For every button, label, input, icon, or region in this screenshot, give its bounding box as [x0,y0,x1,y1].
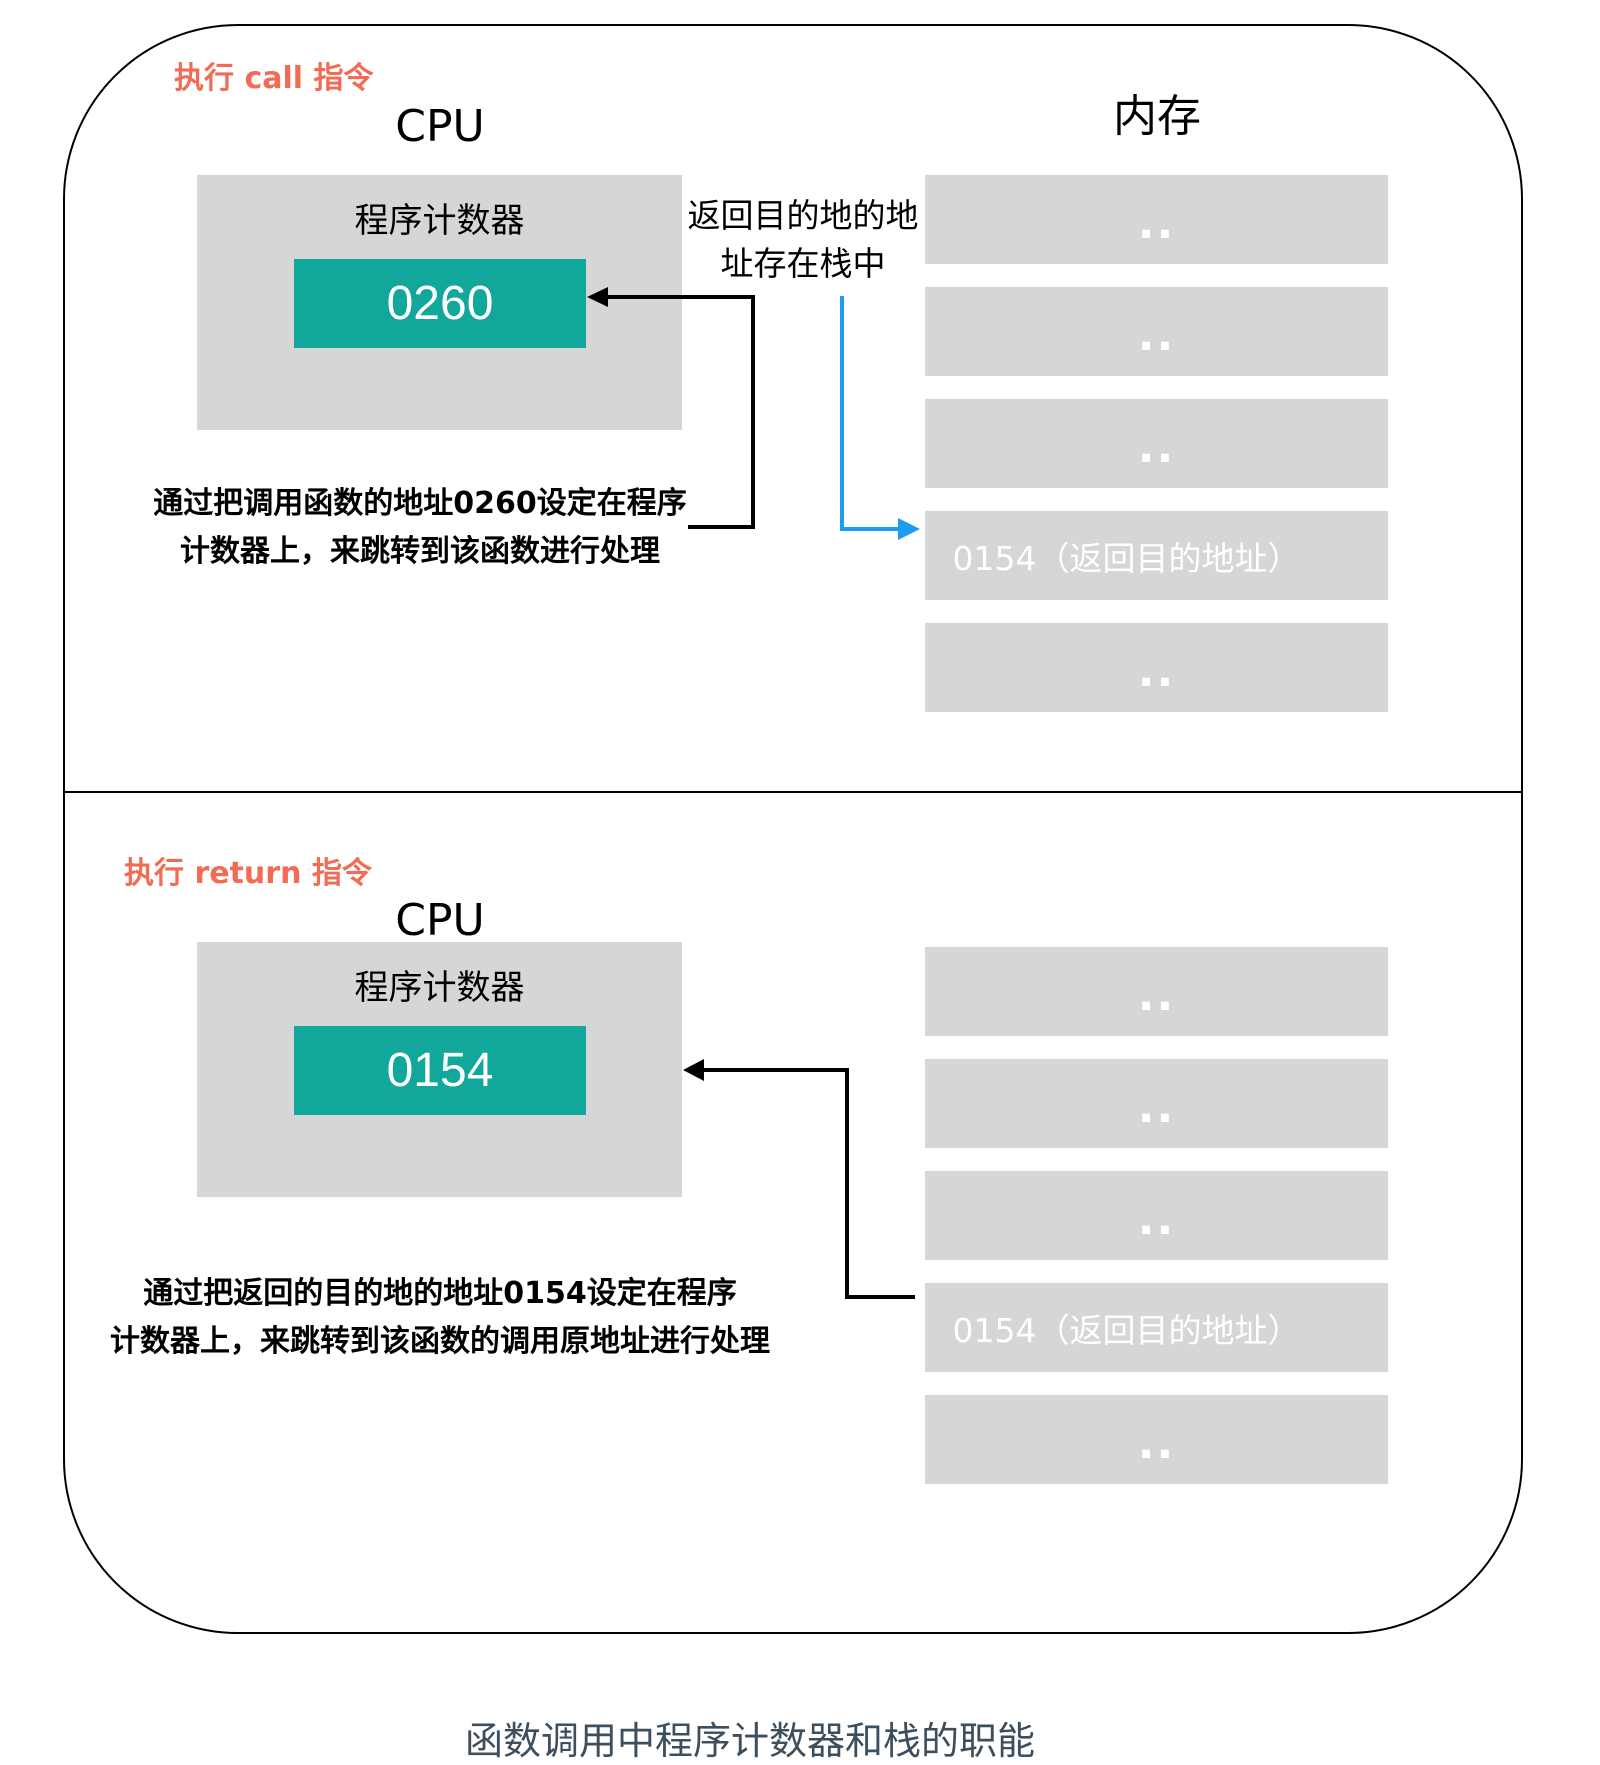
memory-cell-text: .. [1137,310,1176,361]
memory-cell-text: .. [1137,646,1176,697]
pop-pc-arrow-head [683,1059,704,1081]
memory-cell-top: .. [925,175,1388,264]
set-pc-arrow-line [600,295,755,529]
return-note: 通过把返回的目的地的地址0154设定在程序 计数器上，来跳转到该函数的调用原地址… [60,1270,820,1366]
call-note: 通过把调用函数的地址0260设定在程序 计数器上，来跳转到该函数进行处理 [100,480,740,576]
program-counter-value: 0260 [294,259,586,348]
set-pc-arrow-head [587,287,608,307]
return-note-line: 计数器上，来跳转到该函数的调用原地址进行处理 [110,1324,770,1359]
memory-cell-top: .. [925,623,1388,712]
memory-cell-bottom: .. [925,1395,1388,1484]
memory-cell-return-address-top: 0154（返回目的地址） [925,511,1388,600]
return-note-line: 通过把返回的目的地的地址0154设定在程序 [143,1276,737,1311]
stack-annotation-line: 返回目的地的地 [687,196,919,235]
push-return-arrow-line [840,296,900,531]
program-counter-label: 程序计数器 [354,968,525,1008]
cpu-title-bottom: CPU [395,895,485,946]
program-counter-label: 程序计数器 [354,201,525,241]
call-note-line: 通过把调用函数的地址0260设定在程序 [153,486,687,521]
memory-cell-bottom: .. [925,947,1388,1036]
memory-cell-text: .. [1137,1194,1176,1245]
memory-title: 内存 [1113,91,1201,142]
memory-cell-text: .. [1137,1082,1176,1133]
cpu-title-top: CPU [395,101,485,152]
memory-cell-top: .. [925,287,1388,376]
return-section-label: 执行 return 指令 [124,856,372,891]
return-address-text: 0154（返回目的地址） [952,538,1301,578]
section-divider [64,791,1522,793]
memory-cell-text: .. [1137,1418,1176,1469]
stack-annotation-line: 址存在栈中 [720,244,886,283]
memory-cell-text: .. [1137,970,1176,1021]
pop-pc-arrow-line [698,1068,915,1299]
memory-cell-text: .. [1137,198,1176,249]
memory-cell-bottom: .. [925,1171,1388,1260]
call-section-label: 执行 call 指令 [174,61,374,96]
figure-caption: 函数调用中程序计数器和栈的职能 [464,1719,1035,1763]
push-return-arrow-head [898,518,920,540]
diagram-frame [63,24,1523,1634]
memory-cell-top: .. [925,399,1388,488]
memory-cell-return-address-bottom: 0154（返回目的地址） [925,1283,1388,1372]
cpu-box-bottom: 程序计数器 0154 [197,942,682,1197]
program-counter-value: 0154 [294,1026,586,1115]
stack-annotation: 返回目的地的地 址存在栈中 [683,192,923,288]
memory-cell-text: .. [1137,422,1176,473]
call-note-line: 计数器上，来跳转到该函数进行处理 [180,534,660,569]
return-address-text: 0154（返回目的地址） [952,1310,1301,1350]
memory-cell-bottom: .. [925,1059,1388,1148]
